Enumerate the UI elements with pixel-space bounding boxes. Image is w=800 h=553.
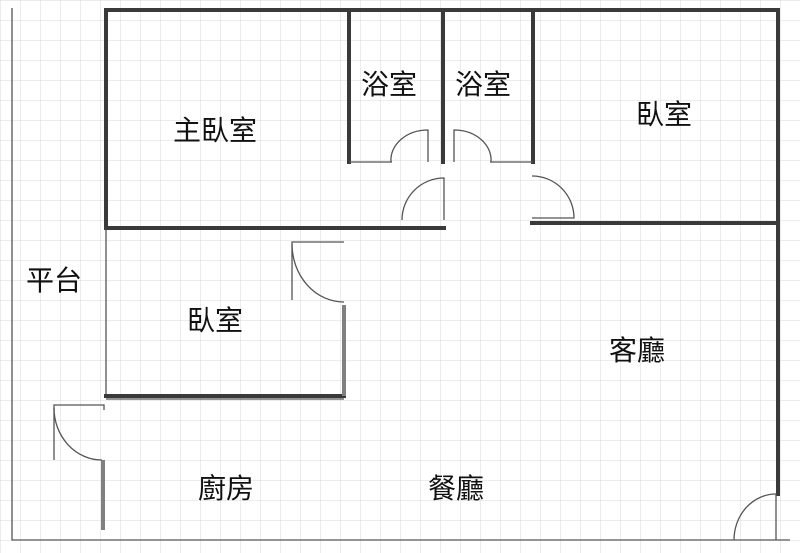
room-label-kitchen: 廚房 xyxy=(198,472,254,505)
door-master-bedroom xyxy=(401,177,445,221)
room-label-bedroom-middle: 臥室 xyxy=(187,304,243,337)
door-kitchen-leaf xyxy=(53,404,105,460)
door-bedroom-middle-leaf xyxy=(291,241,344,300)
room-label-bathroom-left: 浴室 xyxy=(361,68,417,101)
room-label-bedroom-top-right: 臥室 xyxy=(636,98,692,131)
door-kitchen xyxy=(53,407,103,461)
room-label-living-room: 客廳 xyxy=(609,334,665,367)
door-bath-right xyxy=(453,129,492,163)
door-bedroom-right xyxy=(531,175,575,219)
room-label-dining-room: 餐廳 xyxy=(428,472,484,505)
room-label-balcony: 平台 xyxy=(26,264,82,297)
door-bath-left xyxy=(390,129,429,163)
interior-walls xyxy=(101,8,780,530)
doors xyxy=(53,129,777,541)
door-entrance xyxy=(733,493,777,541)
room-label-bathroom-right: 浴室 xyxy=(455,68,511,101)
room-label-master-bedroom: 主臥室 xyxy=(173,114,257,147)
door-bedroom-middle xyxy=(291,243,345,303)
